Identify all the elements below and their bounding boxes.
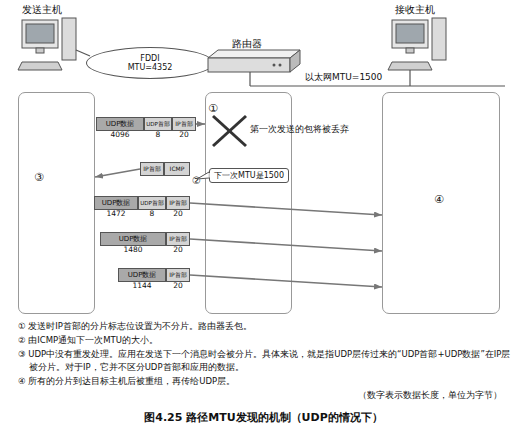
ethernet-wire <box>250 85 505 86</box>
callout-box: 下一次MTU是1500 <box>209 168 289 183</box>
receiver-computer <box>388 18 446 70</box>
ip-header-box: IP首部20 <box>166 232 190 246</box>
node-text: UDP数据 <box>128 271 157 279</box>
size-value: 8 <box>139 210 165 219</box>
host-name: 接收主机 <box>395 2 435 17</box>
udp-header-box: UDP首部8 <box>138 196 166 210</box>
node-text: UDP数据 <box>102 199 131 207</box>
flow-arrow <box>95 169 140 177</box>
screen <box>26 24 54 43</box>
node-text: IP首部 <box>169 272 186 279</box>
router-front <box>208 58 290 72</box>
fddi-ring: FDDI MTU=4352 <box>86 47 214 79</box>
ip-header-box: IP首部20 <box>166 196 190 210</box>
tower <box>62 18 76 60</box>
node-text: ① <box>208 103 218 116</box>
ethernet-wire <box>409 70 410 86</box>
host-lane: ④ <box>382 92 500 314</box>
router-symbol <box>208 50 300 72</box>
note-line: ① 发送时IP首部的分片标志位设置为不分片。路由器丢包。 <box>18 320 519 333</box>
node-text: IP首部 <box>175 121 192 128</box>
ip-header-box: IP首部20 <box>166 268 190 282</box>
unit-note: （数字表示数据长度，单位为字节） <box>18 389 502 402</box>
drop-note: 第一次发送的包将被丢弃 <box>250 123 349 137</box>
note-line: ② 由ICMP通知下一次MTU的大小。 <box>18 334 519 347</box>
keyboard <box>388 62 432 70</box>
udp-data-box: UDP数据1472 <box>94 196 138 210</box>
node-text: ③ <box>34 172 44 185</box>
tower <box>432 18 446 60</box>
fddi-link <box>76 50 90 56</box>
size-value: 1144 <box>119 282 165 291</box>
node-text: ICMP <box>170 166 185 173</box>
node-text: ④ <box>434 194 444 207</box>
node-text: UDP数据 <box>119 235 148 243</box>
node-text: FDDI MTU=4352 <box>125 54 175 72</box>
size-value: 20 <box>167 210 189 219</box>
node-text: 下一次MTU是1500 <box>214 171 284 180</box>
udp-data-box: UDP数据4096 <box>96 117 144 131</box>
sender-computer <box>18 18 76 70</box>
node-text: IP首部 <box>143 166 160 173</box>
callout-number: ② <box>192 173 201 188</box>
network-label: 以太网MTU=1500 <box>305 71 382 85</box>
udp-data-box: UDP数据1480 <box>100 232 166 246</box>
size-value: 20 <box>167 282 189 291</box>
monitor <box>22 20 58 48</box>
size-value: 20 <box>173 131 195 140</box>
node-text: IP首部 <box>169 236 186 243</box>
size-value: 1472 <box>95 210 137 219</box>
node-text: UDP首部 <box>140 200 164 206</box>
size-value: 20 <box>167 246 189 255</box>
flow-arrow <box>196 123 205 125</box>
host-name: 发送主机 <box>22 2 62 17</box>
note-line: ④ 所有的分片到达目标主机后被重组，再传给UDP层。 <box>18 375 519 388</box>
router-light <box>279 64 282 67</box>
size-value: 4096 <box>97 131 143 140</box>
keyboard <box>18 62 62 70</box>
size-value: 8 <box>145 131 171 140</box>
figure-caption: 图4.25 路径MTU发现的机制（UDP的情况下） <box>0 410 527 427</box>
ip-header-box: IP首部20 <box>172 117 196 131</box>
monitor-stand <box>36 48 44 53</box>
note-line: ③ UDP中没有重发处理。应用在发送下一个消息时会被分片。具体来说，就是指UDP… <box>18 348 519 374</box>
router-name: 路由器 <box>232 36 262 51</box>
monitor <box>392 20 428 48</box>
udp-data-box: UDP数据1144 <box>118 268 166 282</box>
router-side <box>290 50 300 72</box>
size-value: 1480 <box>101 246 165 255</box>
ip-header-box: IP首部 <box>140 162 164 176</box>
monitor-stand <box>406 48 414 53</box>
udp-header-box: UDP首部8 <box>144 117 172 131</box>
icmp-box: ICMP <box>164 162 190 176</box>
screen <box>396 24 424 43</box>
host-lane: ③ <box>18 92 95 314</box>
router-light <box>273 64 276 67</box>
node-text: IP首部 <box>169 200 186 207</box>
node-text: UDP首部 <box>146 121 170 127</box>
ethernet-wire <box>249 72 250 86</box>
router-top <box>208 50 300 58</box>
node-text: UDP数据 <box>106 120 135 128</box>
